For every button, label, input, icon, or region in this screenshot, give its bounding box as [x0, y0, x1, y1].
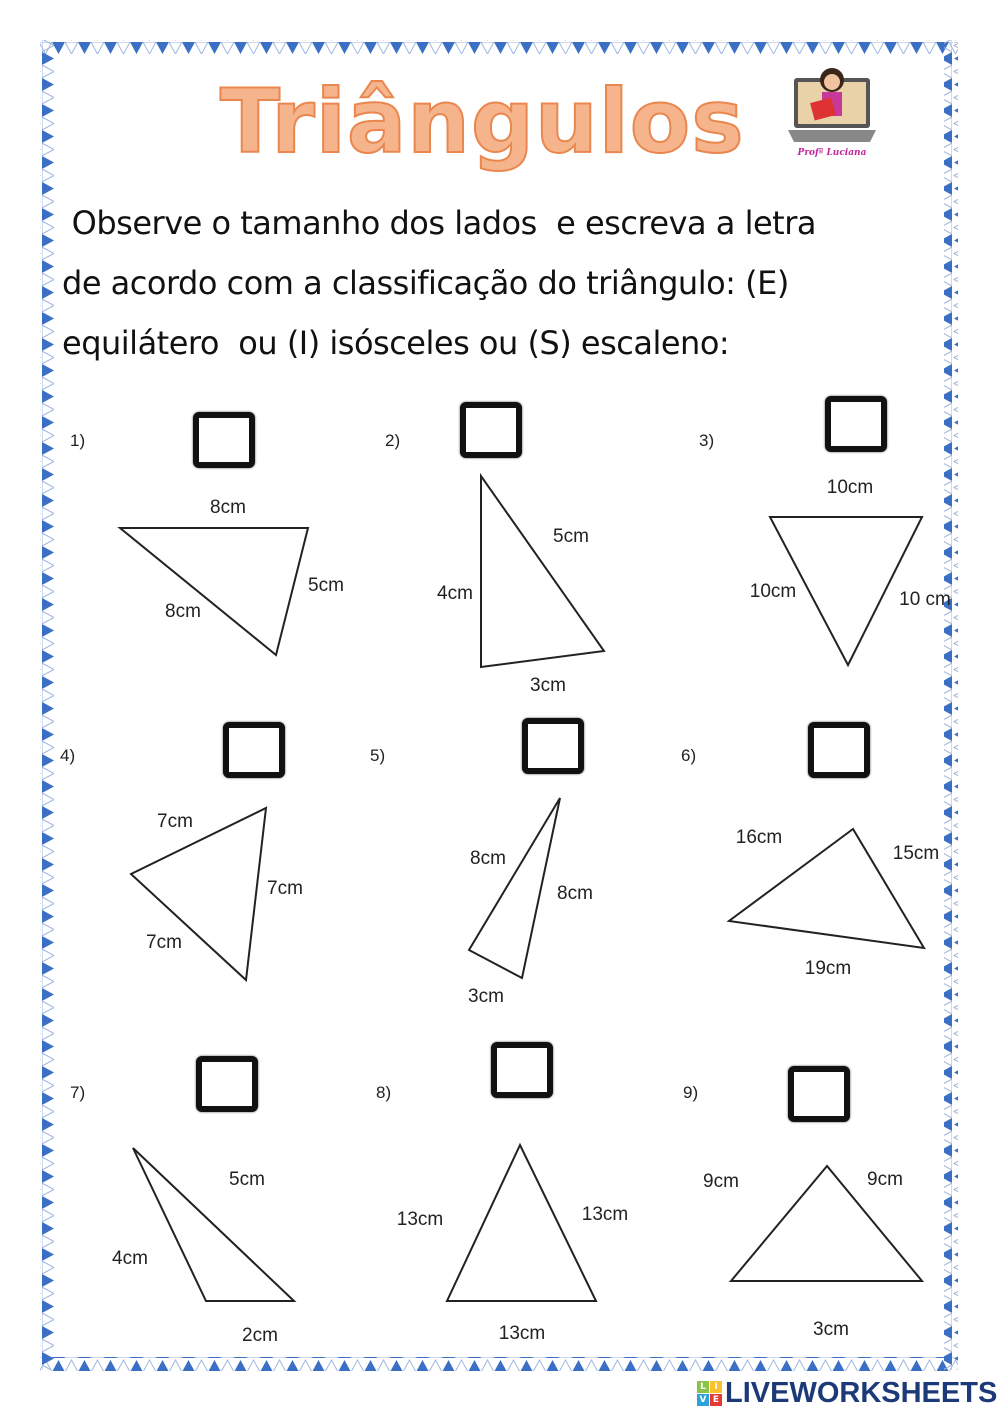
exercise-number: 8)	[376, 1083, 391, 1102]
answer-box-4[interactable]	[223, 722, 285, 778]
side-label: 7cm	[157, 811, 193, 832]
icon-letter: V	[697, 1393, 709, 1406]
exercise-number: 7)	[70, 1083, 85, 1102]
liveworksheets-logo: L I V E LIVEWORKSHEETS	[697, 1376, 998, 1409]
side-label: 9cm	[867, 1169, 903, 1190]
triangle-3	[768, 516, 924, 668]
side-label: 3cm	[530, 675, 566, 696]
answer-box-1[interactable]	[193, 412, 255, 468]
side-label: 4cm	[112, 1248, 148, 1269]
side-label: 5cm	[229, 1169, 265, 1190]
exercise-number: 6)	[681, 746, 696, 765]
side-label: 5cm	[308, 575, 344, 596]
side-label: 9cm	[703, 1171, 739, 1192]
instruction-line: equilátero ou (I) isósceles ou (S) escal…	[62, 324, 730, 362]
triangle-8	[445, 1142, 598, 1302]
liveworksheets-icon: L I V E	[697, 1380, 722, 1406]
triangle-7	[132, 1147, 297, 1302]
icon-letter: E	[710, 1393, 722, 1406]
triangle-1	[117, 527, 310, 657]
side-label: 8cm	[470, 848, 506, 869]
side-label: 2cm	[242, 1325, 278, 1346]
exercise-number: 9)	[683, 1083, 698, 1102]
exercise-number: 2)	[385, 431, 400, 450]
instructions: Observe o tamanho dos lados e escreva a …	[62, 193, 952, 373]
side-label: 13cm	[582, 1204, 628, 1225]
side-label: 7cm	[146, 932, 182, 953]
side-label: 13cm	[397, 1209, 443, 1230]
side-label: 16cm	[736, 827, 782, 848]
icon-letter: I	[710, 1380, 722, 1393]
side-label: 8cm	[165, 601, 201, 622]
triangle-9	[728, 1164, 925, 1282]
answer-box-5[interactable]	[522, 718, 584, 774]
triangle-5	[467, 797, 561, 980]
side-label: 3cm	[468, 986, 504, 1007]
exercise-number: 3)	[699, 431, 714, 450]
side-label: 8cm	[210, 497, 246, 518]
exercise-number: 4)	[60, 746, 75, 765]
brand-name: LIVEWORKSHEETS	[725, 1376, 998, 1409]
side-label: 10 cm	[899, 589, 951, 610]
instruction-line: Observe o tamanho dos lados e escreva a …	[62, 204, 817, 242]
exercise-number: 1)	[70, 431, 85, 450]
side-label: 10cm	[750, 581, 796, 602]
side-label: 8cm	[557, 883, 593, 904]
answer-box-6[interactable]	[808, 722, 870, 778]
side-label: 15cm	[893, 843, 939, 864]
teacher-laptop-avatar-icon	[788, 68, 876, 142]
side-label: 10cm	[827, 477, 873, 498]
side-label: 4cm	[437, 583, 473, 604]
exercise-number: 5)	[370, 746, 385, 765]
instruction-line: de acordo com a classificação do triângu…	[62, 264, 789, 302]
answer-box-9[interactable]	[788, 1066, 850, 1122]
page-title: Triângulos	[219, 69, 745, 174]
side-label: 19cm	[805, 958, 851, 979]
side-label: 13cm	[499, 1323, 545, 1344]
icon-letter: L	[697, 1380, 709, 1393]
side-label: 3cm	[813, 1319, 849, 1340]
triangle-4	[129, 806, 268, 983]
logo-caption: Profª Luciana	[797, 148, 867, 158]
triangle-2	[480, 472, 606, 669]
side-label: 5cm	[553, 526, 589, 547]
side-label: 7cm	[267, 878, 303, 899]
answer-box-2[interactable]	[460, 402, 522, 458]
triangle-6	[726, 827, 926, 950]
answer-box-3[interactable]	[825, 396, 887, 452]
answer-box-7[interactable]	[196, 1056, 258, 1112]
answer-box-8[interactable]	[491, 1042, 553, 1098]
